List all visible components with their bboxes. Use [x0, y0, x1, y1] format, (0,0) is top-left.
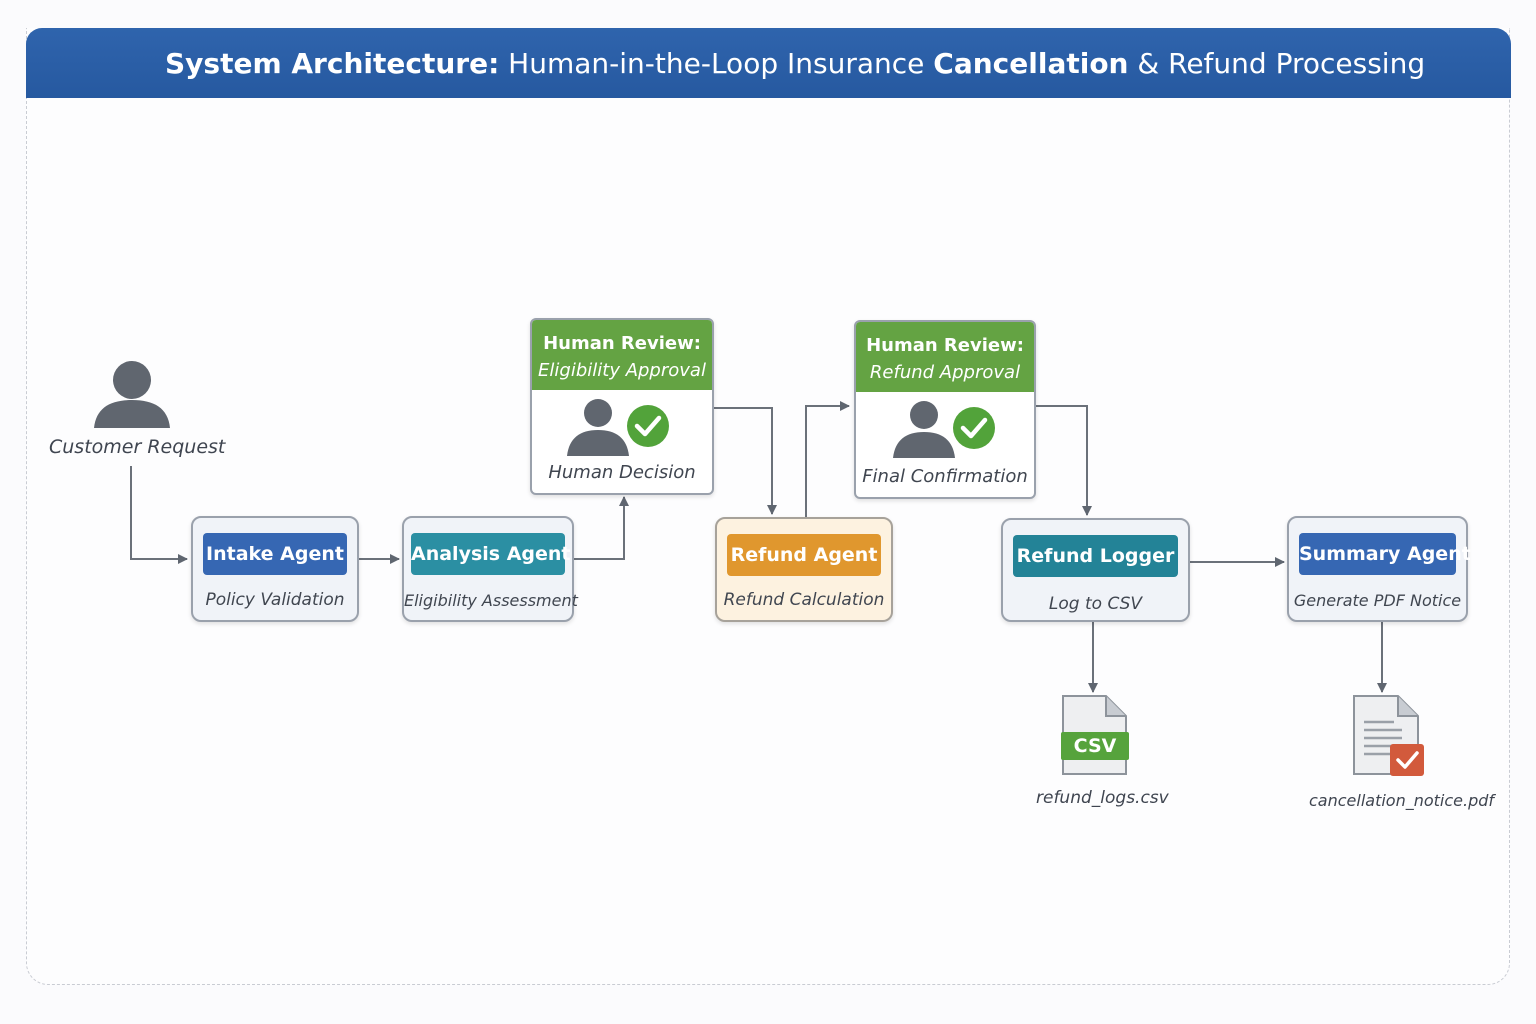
refund-agent-title: Refund Agent	[727, 534, 881, 576]
review-refund-footer: Final Confirmation	[862, 466, 1028, 487]
refund-logger-title: Refund Logger	[1013, 535, 1178, 577]
human-review-eligibility-card[interactable]: Human Review: Eligibility Approval Human…	[530, 318, 714, 495]
arrow-analysis-to-review1	[574, 496, 629, 560]
csv-filename: refund_logs.csv	[1036, 788, 1169, 808]
customer-request-label: Customer Request	[49, 436, 226, 458]
review-eligibility-footer: Human Decision	[548, 462, 696, 483]
analysis-agent-title: Analysis Agent	[411, 533, 571, 575]
arrow-review1-to-refund	[714, 407, 777, 515]
analysis-agent-card[interactable]: Analysis Agent Eligibility Assessment	[402, 516, 578, 622]
pdf-document-check-icon	[1353, 695, 1424, 776]
refund-agent-subtitle: Refund Calculation	[723, 590, 885, 610]
summary-agent-subtitle: Generate PDF Notice	[1293, 591, 1462, 610]
arrow-review2-to-logger	[1035, 405, 1092, 516]
title-bold-1: System Architecture:	[165, 47, 500, 80]
review-refund-line2: Refund Approval	[869, 362, 1021, 383]
refund-agent-card[interactable]: Refund Agent Refund Calculation	[715, 517, 893, 622]
intake-agent-card[interactable]: Intake Agent Policy Validation	[191, 516, 359, 622]
review-eligibility-line1: Human Review:	[543, 333, 701, 354]
human-review-refund-card[interactable]: Human Review: Refund Approval Final Conf…	[854, 320, 1036, 499]
summary-agent-title: Summary Agent	[1299, 533, 1471, 575]
review-refund-header: Human Review: Refund Approval	[856, 322, 1034, 392]
customer-person-icon	[94, 361, 170, 428]
csv-badge: CSV	[1061, 732, 1129, 760]
intake-agent-title: Intake Agent	[203, 533, 347, 575]
title-text-2: & Refund Processing	[1128, 47, 1426, 80]
refund-logger-subtitle: Log to CSV	[1048, 594, 1143, 614]
pdf-file-output[interactable]	[1350, 694, 1428, 780]
csv-file-output[interactable]: CSV	[1058, 694, 1130, 778]
arrow-customer-to-intake	[130, 466, 188, 564]
analysis-agent-subtitle: Eligibility Assessment	[404, 591, 578, 610]
summary-agent-card[interactable]: Summary Agent Generate PDF Notice	[1287, 516, 1471, 622]
review-eligibility-header: Human Review: Eligibility Approval	[532, 320, 712, 390]
review-eligibility-line2: Eligibility Approval	[538, 360, 706, 381]
refund-logger-card[interactable]: Refund Logger Log to CSV	[1001, 518, 1190, 622]
arrow-refund-to-review2	[805, 401, 850, 517]
pdf-filename: cancellation_notice.pdf	[1309, 791, 1495, 810]
human-approval-icon	[567, 399, 669, 456]
title-text-1: Human-in-the-Loop Insurance	[499, 47, 934, 80]
intake-agent-subtitle: Policy Validation	[205, 590, 345, 610]
review-refund-line1: Human Review:	[866, 335, 1024, 356]
title-bar: System Architecture: Human-in-the-Loop I…	[26, 28, 1511, 98]
title-bold-2: Cancellation	[933, 47, 1129, 80]
human-approval-icon	[893, 401, 995, 458]
